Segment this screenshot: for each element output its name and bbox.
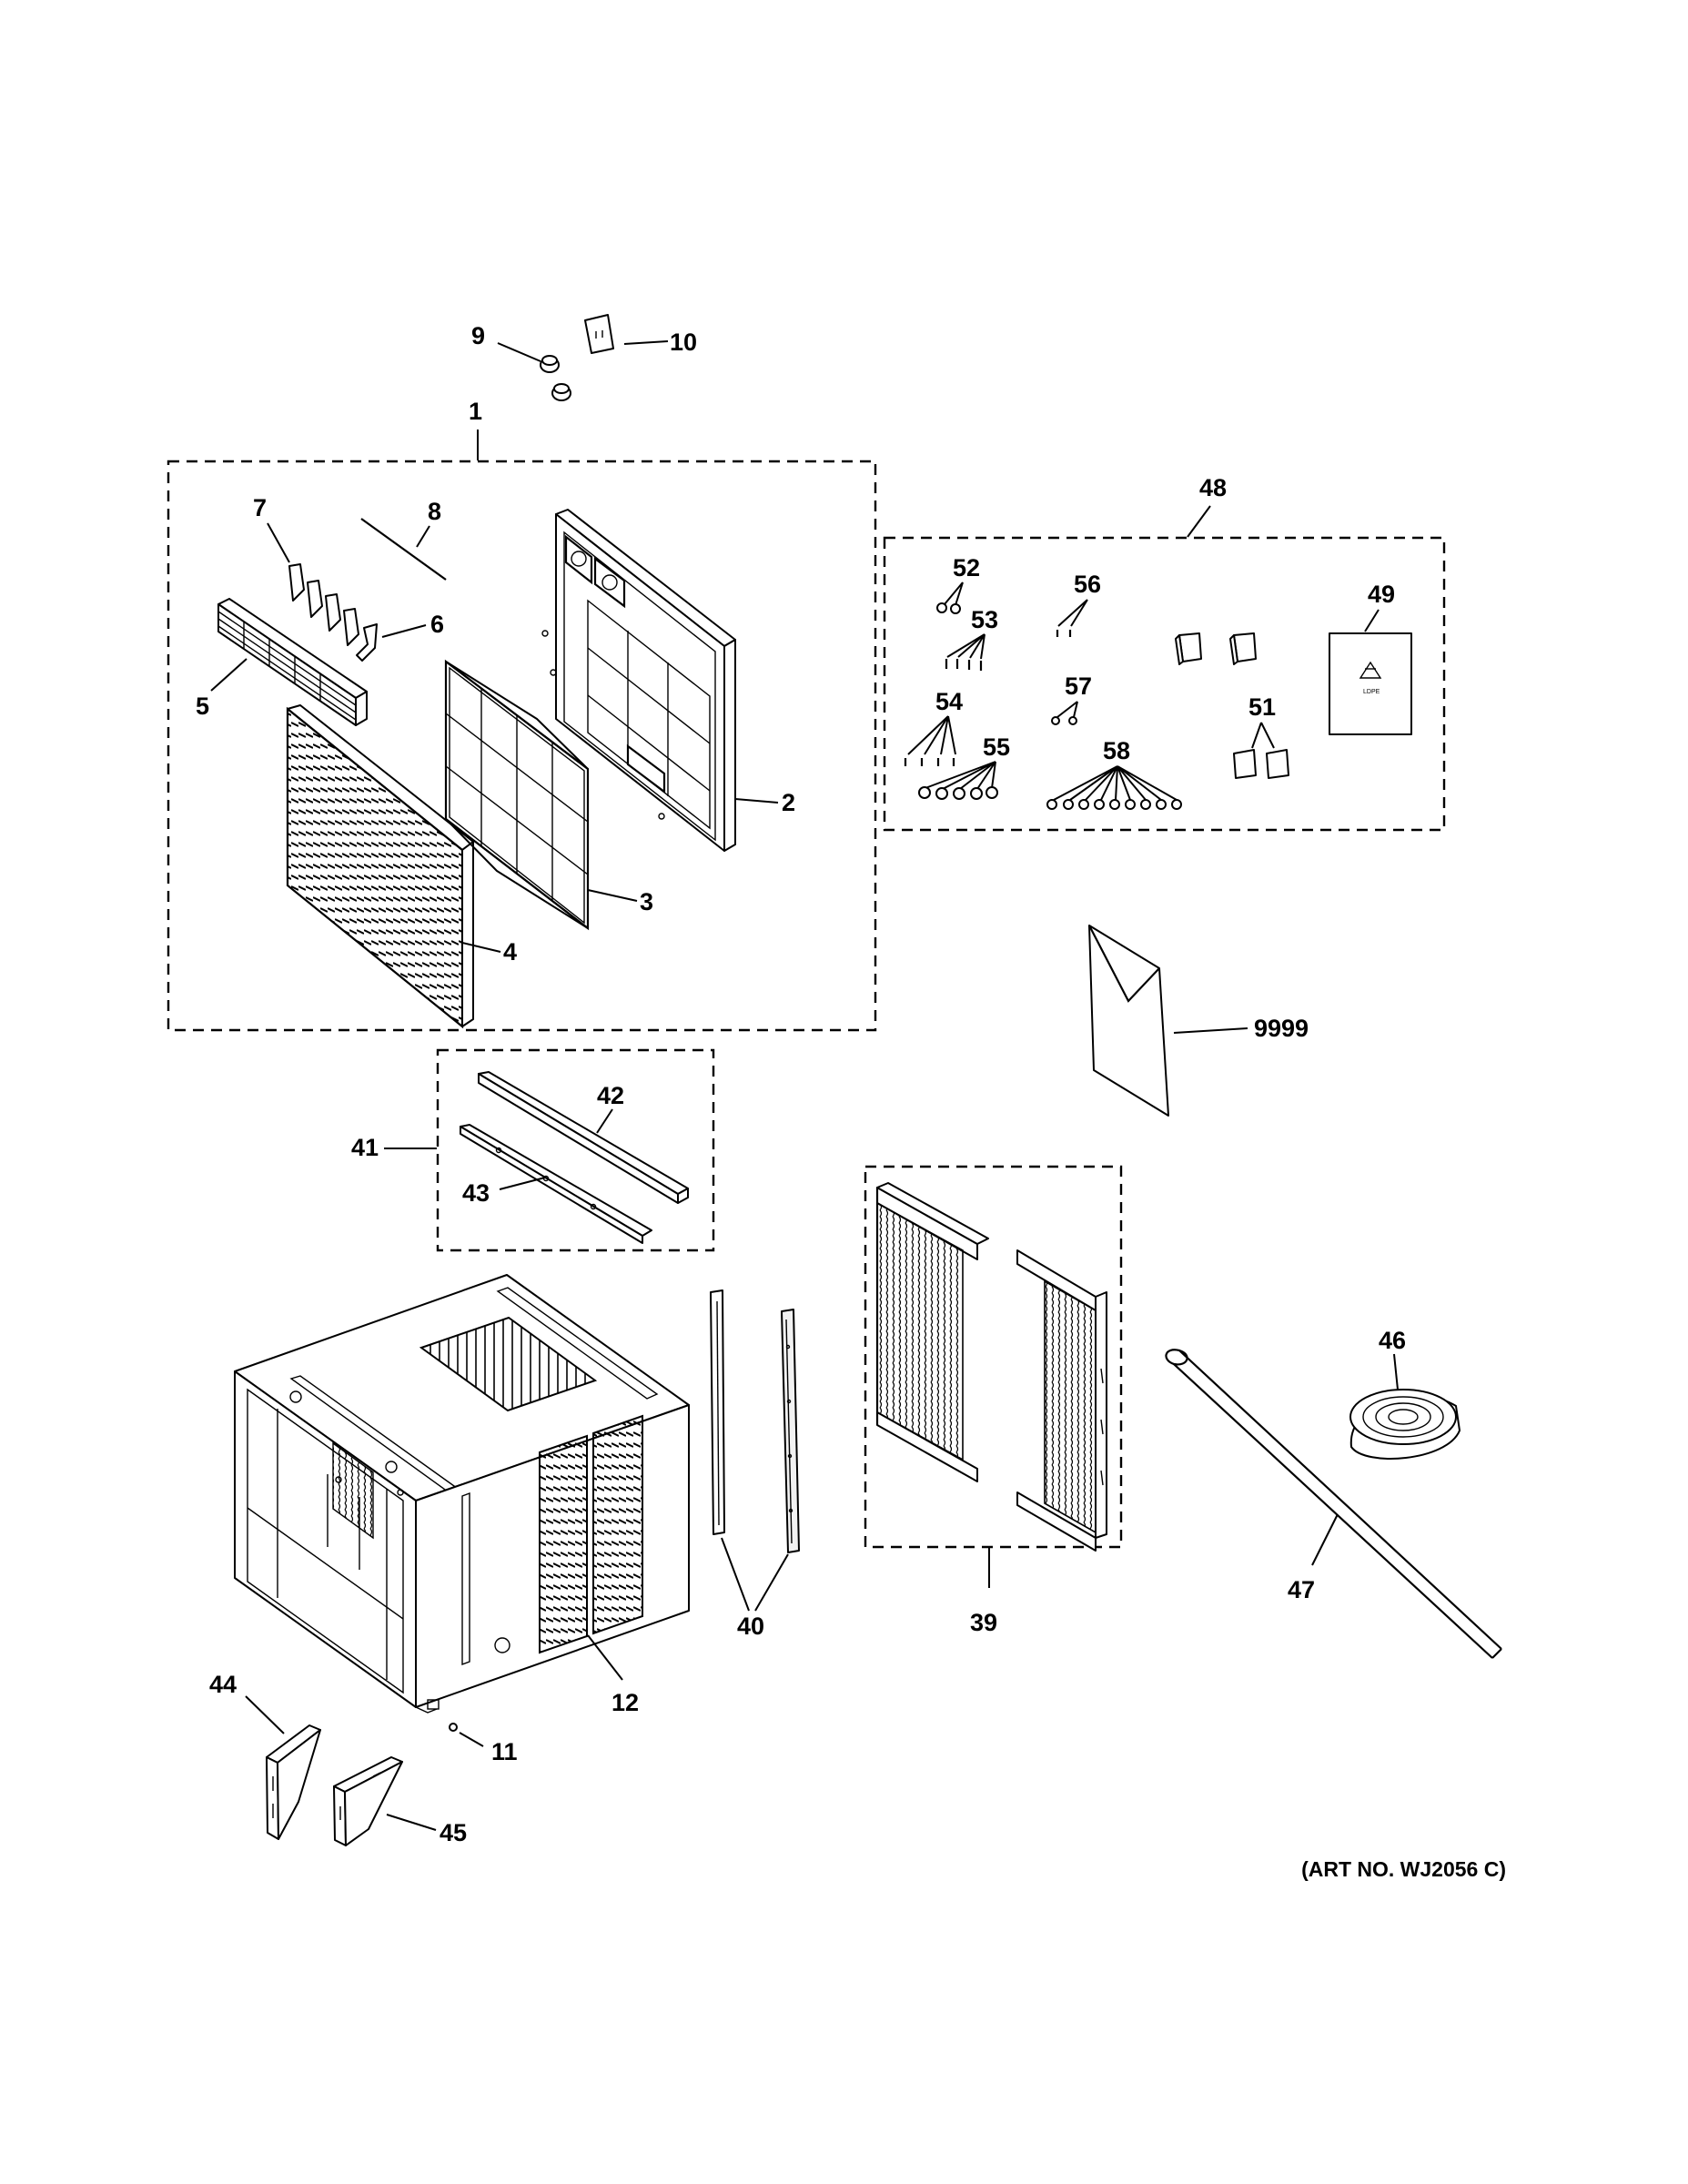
callout-8: 8 — [428, 498, 441, 525]
callout-39: 39 — [970, 1609, 997, 1636]
callout-9999: 9999 — [1254, 1015, 1309, 1042]
callout-43: 43 — [462, 1179, 490, 1207]
callout-58: 58 — [1103, 737, 1130, 764]
part-54-screws — [904, 758, 955, 766]
callout-11: 11 — [491, 1738, 518, 1765]
callout-7: 7 — [253, 494, 267, 521]
part-12-cabinet — [234, 1274, 690, 1714]
callout-9: 9 — [471, 322, 485, 349]
callout-45: 45 — [440, 1819, 467, 1846]
callout-49: 49 — [1368, 581, 1395, 608]
recycle-icon — [1359, 661, 1382, 679]
part-4-front-grille — [286, 704, 474, 1029]
callout-1: 1 — [469, 398, 482, 425]
part-5-vent-louver — [217, 598, 368, 726]
part-46-foam-roll — [1349, 1389, 1461, 1460]
callout-3: 3 — [640, 888, 653, 915]
callout-57: 57 — [1065, 672, 1092, 700]
art-number: (ART NO. WJ2056 C) — [1301, 1857, 1506, 1881]
side-curtain-group-box — [864, 1165, 1123, 1549]
callout-44: 44 — [209, 1671, 237, 1698]
part-55-nuts — [918, 786, 998, 800]
callout-12: 12 — [612, 1689, 639, 1716]
callout-10: 10 — [670, 329, 697, 356]
callout-56: 56 — [1074, 571, 1101, 598]
front-assembly-group-box — [167, 460, 877, 1032]
callout-41: 41 — [351, 1134, 379, 1161]
part-11-screw — [449, 1723, 458, 1732]
callout-42: 42 — [597, 1082, 624, 1109]
part-7-louvers — [288, 563, 359, 646]
callout-46: 46 — [1379, 1327, 1406, 1354]
part-9999-manual — [1088, 925, 1169, 1117]
callout-51: 51 — [1248, 693, 1276, 721]
part-8-rod — [360, 518, 447, 581]
part-45-bracket — [333, 1756, 403, 1846]
callout-6: 6 — [430, 611, 444, 638]
curtain-rail-group-box — [436, 1048, 715, 1252]
callout-52: 52 — [953, 554, 980, 581]
part-40-seals — [710, 1289, 800, 1553]
callout-4: 4 — [503, 938, 517, 966]
part-47-gasket — [1165, 1349, 1502, 1659]
callout-47: 47 — [1288, 1576, 1315, 1603]
part-hardware-brackets — [1175, 632, 1257, 665]
callout-5: 5 — [196, 693, 209, 720]
part-52-screws — [936, 602, 961, 614]
part-51-brackets — [1233, 749, 1289, 779]
part-6-clip — [356, 623, 378, 662]
part-2-front-panel — [541, 509, 736, 852]
part-3-air-filter — [444, 659, 590, 931]
hardware-kit-group-box — [883, 536, 1446, 832]
callout-48: 48 — [1199, 474, 1227, 501]
part-49-bag: LDPE — [1329, 632, 1412, 735]
callout-40: 40 — [737, 1613, 764, 1640]
part-58-screws — [1046, 799, 1182, 810]
part-39-side-curtains — [875, 1182, 1107, 1552]
control-knobs — [540, 355, 571, 401]
part-53-screws — [945, 659, 983, 671]
callout-54: 54 — [935, 688, 963, 715]
part-44-bracket — [266, 1724, 321, 1840]
part-43-bottom-rail — [460, 1124, 652, 1244]
callout-55: 55 — [983, 733, 1010, 761]
part-57-screws — [1051, 716, 1077, 725]
part-56-screws — [1056, 630, 1072, 637]
callout-53: 53 — [971, 606, 998, 633]
part-42-top-rail — [478, 1071, 689, 1204]
callout-2: 2 — [782, 789, 795, 816]
control-label-plate — [584, 314, 614, 354]
svg-text:LDPE: LDPE — [1363, 689, 1380, 695]
